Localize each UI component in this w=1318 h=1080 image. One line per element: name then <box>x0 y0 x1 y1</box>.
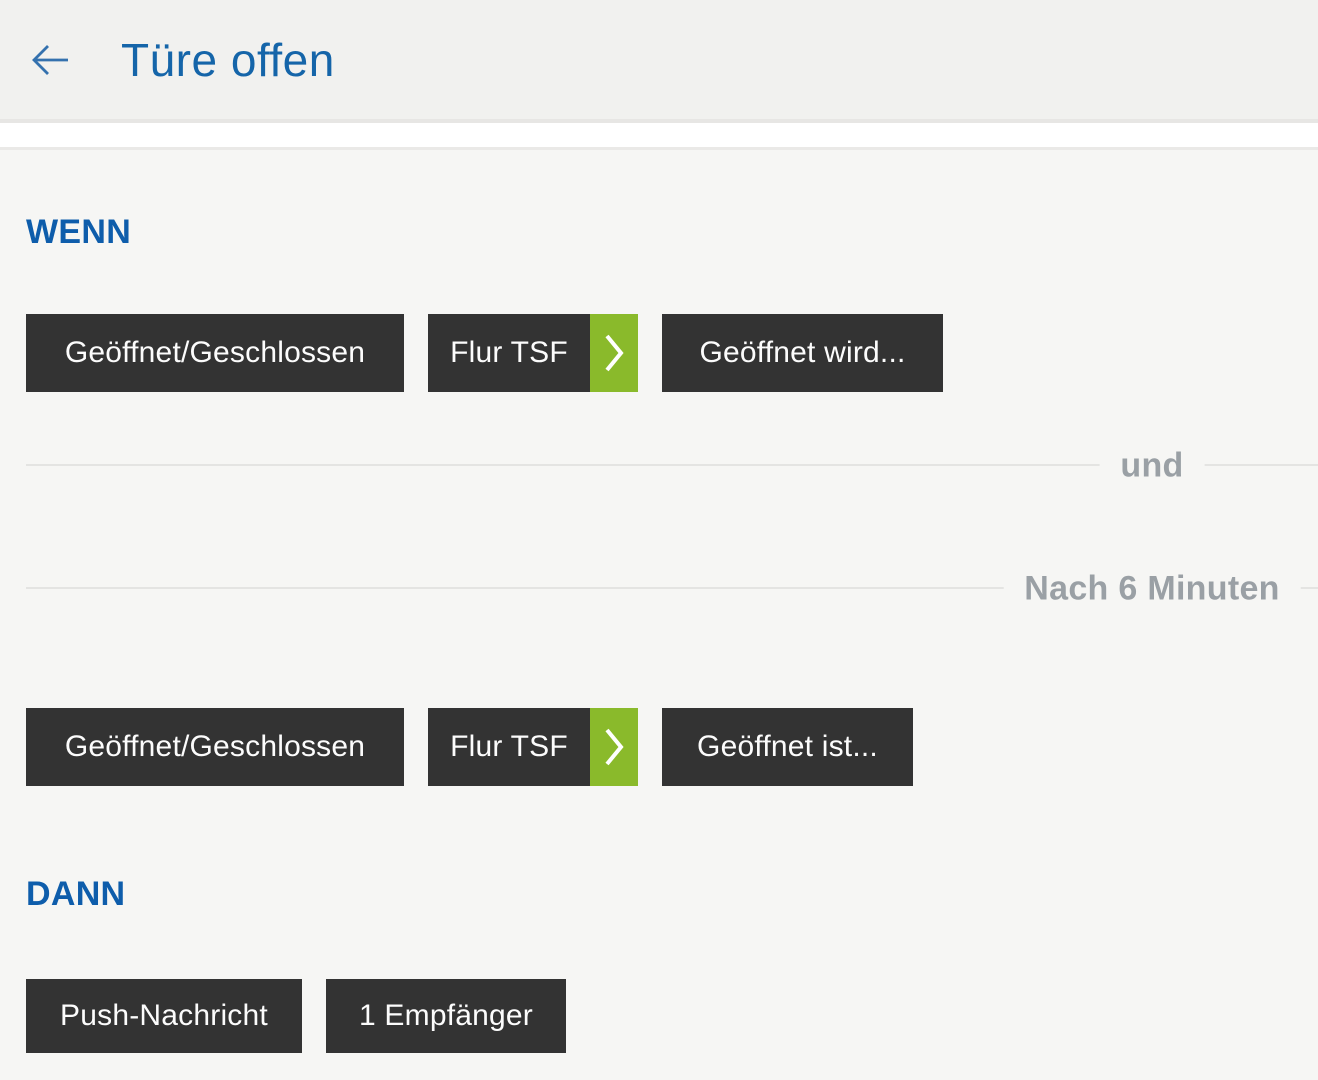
device-select-button[interactable]: Flur TSF <box>428 314 638 392</box>
header: Türe offen <box>0 0 1318 123</box>
device-label: Flur TSF <box>450 336 568 369</box>
wenn-section-label: WENN <box>26 213 132 251</box>
header-divider-band <box>0 123 1318 150</box>
dann-action-row: Push-Nachricht 1 Empfänger <box>26 979 1318 1053</box>
condition-type-button[interactable]: Geöffnet/Geschlossen <box>26 314 404 392</box>
connector-after-minutes-label: Nach 6 Minuten <box>1003 569 1301 609</box>
chevron-right-icon <box>590 708 638 786</box>
automation-rule-editor: WENN Geöffnet/Geschlossen Flur TSF Geöff… <box>0 212 1318 1080</box>
connector-after-minutes: Nach 6 Minuten <box>26 569 1318 609</box>
back-button[interactable] <box>28 38 72 82</box>
action-recipients-button[interactable]: 1 Empfänger <box>326 979 566 1053</box>
condition-value-button[interactable]: Geöffnet ist... <box>662 708 913 786</box>
device-select-button[interactable]: Flur TSF <box>428 708 638 786</box>
connector-und-label: und <box>1099 446 1205 486</box>
dann-section-label: DANN <box>26 875 126 913</box>
device-label: Flur TSF <box>450 730 568 763</box>
condition-type-button[interactable]: Geöffnet/Geschlossen <box>26 708 404 786</box>
action-type-button[interactable]: Push-Nachricht <box>26 979 302 1053</box>
chevron-right-icon <box>590 314 638 392</box>
back-arrow-icon <box>30 42 70 78</box>
condition-value-button[interactable]: Geöffnet wird... <box>662 314 943 392</box>
wenn-condition-row-2: Geöffnet/Geschlossen Flur TSF Geöffnet i… <box>26 708 1318 786</box>
wenn-condition-row-1: Geöffnet/Geschlossen Flur TSF Geöffnet w… <box>26 314 1318 392</box>
connector-und: und <box>26 446 1318 486</box>
page-title: Türe offen <box>121 33 335 86</box>
